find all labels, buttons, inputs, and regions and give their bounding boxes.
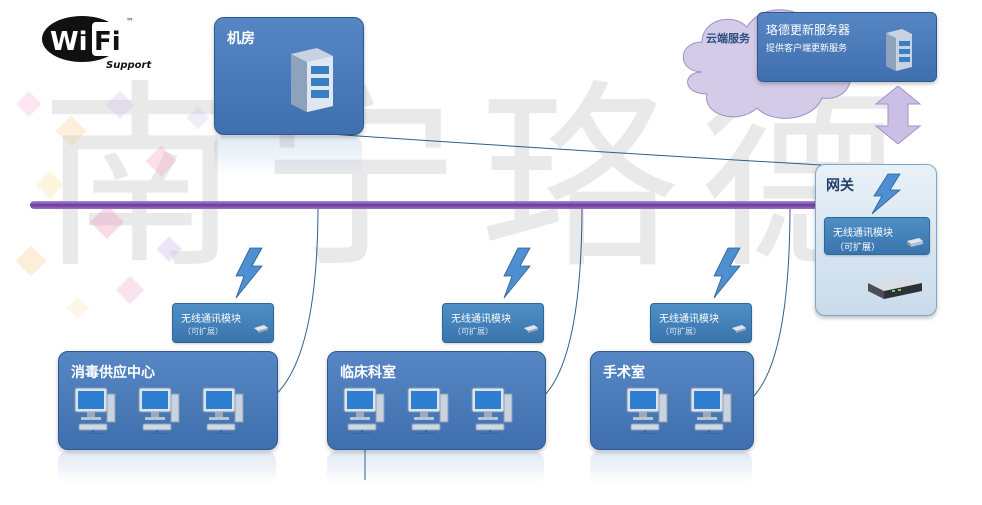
pc-group: [73, 386, 245, 434]
module-label: 无线通讯模块: [833, 228, 893, 239]
department-box-2: 临床科室: [327, 351, 546, 450]
computer-icon: [138, 387, 180, 434]
department-title: 消毒供应中心: [71, 365, 155, 381]
wifi-logo-tm: ™: [126, 17, 134, 26]
module-sublabel: （可扩展）: [183, 327, 223, 336]
department-box-3: 手术室: [590, 351, 754, 450]
module-label: 无线通讯模块: [451, 314, 511, 325]
wireless-module-1: 无线通讯模块 （可扩展）: [172, 303, 274, 343]
wireless-module-3: 无线通讯模块 （可扩展）: [650, 303, 752, 343]
link-bus-dept-3: [751, 204, 791, 399]
double-arrow-icon: [874, 86, 922, 144]
cloud-label: 云端服务: [706, 32, 750, 45]
computer-icon: [74, 387, 116, 434]
department-title: 临床科室: [340, 365, 396, 381]
wireless-module-2: 无线通讯模块 （可扩展）: [442, 303, 544, 343]
gateway-device-icon: [868, 275, 922, 299]
lightning-icon: [235, 173, 902, 299]
pc-group: [342, 386, 514, 434]
computer-icon: [471, 387, 513, 434]
link-bus-dept-1: [271, 204, 319, 399]
wifi-logo: Wi Fi ™ Support: [42, 16, 152, 71]
module-label: 无线通讯模块: [181, 314, 241, 325]
router-icon: [907, 238, 923, 247]
link-bus-dept-2: [541, 204, 583, 399]
computer-icon: [407, 387, 449, 434]
router-icon: [254, 325, 268, 333]
module-label: 无线通讯模块: [659, 314, 719, 325]
server-icon: [291, 48, 333, 112]
computer-icon: [202, 387, 244, 434]
machine-room-title: 机房: [227, 31, 255, 47]
update-server-subtitle: 提供客户端更新服务: [766, 44, 848, 54]
computer-icon: [626, 387, 668, 434]
gateway-wireless-module: 无线通讯模块 （可扩展）: [824, 217, 930, 255]
wifi-logo-support: Support: [106, 60, 152, 71]
network-bus: [30, 201, 830, 209]
gateway-title: 网关: [826, 178, 854, 194]
machine-room-box: 机房: [214, 17, 364, 135]
module-sublabel: （可扩展）: [661, 327, 701, 336]
department-box-1: 消毒供应中心: [58, 351, 278, 450]
router-icon: [524, 325, 538, 333]
pc-group: [625, 386, 733, 434]
module-sublabel: （可扩展）: [453, 327, 493, 336]
router-icon: [732, 325, 746, 333]
department-title: 手术室: [603, 365, 645, 381]
gateway-box: 网关 无线通讯模块 （可扩展）: [815, 164, 937, 316]
computer-icon: [690, 387, 732, 434]
module-sublabel: （可扩展）: [835, 243, 881, 253]
computer-icon: [343, 387, 385, 434]
wifi-logo-text-right: Fi: [94, 27, 121, 57]
link-machine-room-gateway: [299, 131, 873, 169]
update-server-title: 珞德更新服务器: [766, 23, 851, 37]
update-server-box: 珞德更新服务器 提供客户端更新服务: [757, 12, 937, 82]
server-icon: [886, 29, 912, 71]
wifi-logo-text-left: Wi: [50, 27, 88, 57]
